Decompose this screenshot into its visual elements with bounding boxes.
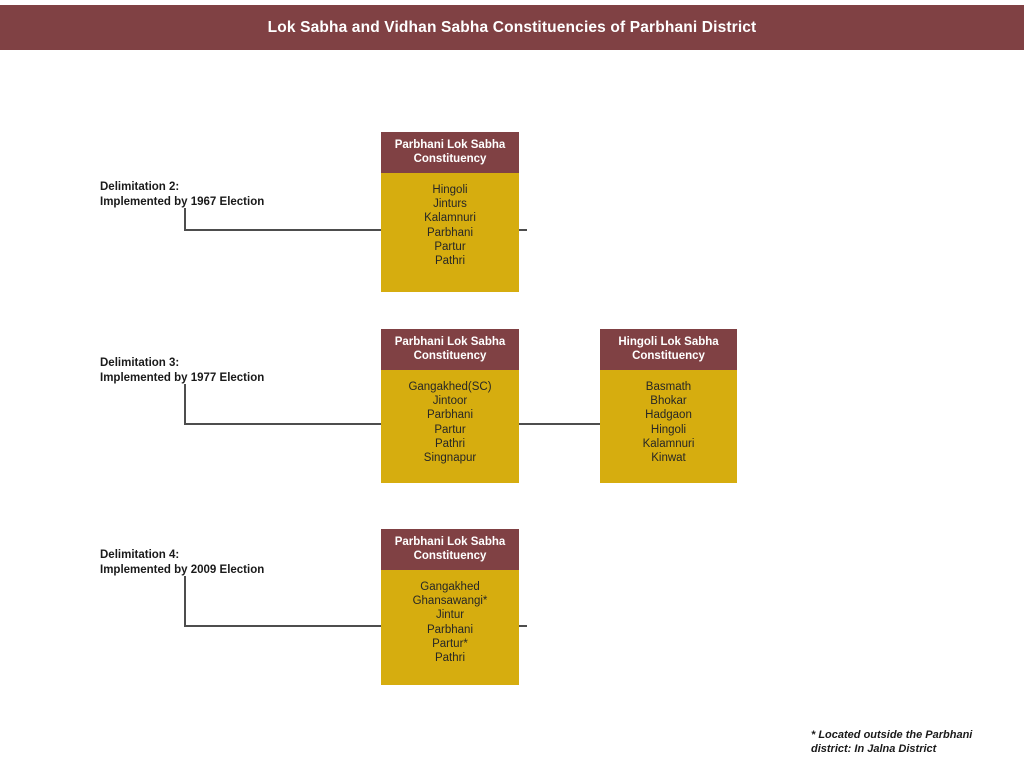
constituency-item: Hingoli xyxy=(650,423,687,436)
constituency-item: Kinwat xyxy=(651,452,686,465)
connector-horizontal-row-1 xyxy=(184,229,527,231)
box-body-row-2-box-2: Basmath Bhokar Hadgaon Hingoli Kalamnuri… xyxy=(600,370,737,483)
constituency-item: Gangakhed xyxy=(420,581,480,593)
page-title: Lok Sabha and Vidhan Sabha Constituencie… xyxy=(267,18,757,36)
constituency-item: Pathri xyxy=(434,652,466,665)
box-body-row-3-box-1: Gangakhed Ghansawangi* Jintur Parbhani P… xyxy=(381,570,519,685)
constituency-item: Bhokar xyxy=(650,395,687,408)
constituency-item: Partur xyxy=(434,240,466,253)
box-title-line1: Parbhani Lok Sabha xyxy=(394,536,506,548)
row-label-delimitation-3: Delimitation 3: Implemented by 1977 Elec… xyxy=(100,356,264,385)
row-label-delimitation-2: Delimitation 2: Implemented by 1967 Elec… xyxy=(100,180,264,209)
constituency-item: Jintur xyxy=(435,609,465,622)
connector-horizontal-row-3 xyxy=(184,625,527,627)
constituency-item: Hadgaon xyxy=(645,409,692,422)
box-header-row-2-box-1: Parbhani Lok Sabha Constituency xyxy=(381,329,519,370)
row-label-line1: Delimitation 4: xyxy=(100,549,180,561)
constituency-item: Ghansawangi* xyxy=(412,595,488,608)
constituency-item: Singnapur xyxy=(423,452,477,465)
page-title-bar: Lok Sabha and Vidhan Sabha Constituencie… xyxy=(0,5,1024,50)
box-header-row-3-box-1: Parbhani Lok Sabha Constituency xyxy=(381,529,519,570)
row-label-line2: Implemented by 1967 Election xyxy=(100,195,265,208)
constituency-item: Parbhani xyxy=(426,409,474,422)
constituency-item: Partur xyxy=(434,423,466,436)
constituency-item: Pathri xyxy=(434,437,466,450)
constituency-item: Kalamnuri xyxy=(424,212,476,225)
footnote-line2: district: In Jalna District xyxy=(811,743,937,755)
footnote-line1: * Located outside the Parbhani xyxy=(811,729,973,741)
box-title-line1: Parbhani Lok Sabha xyxy=(394,336,506,348)
box-hingoli-lok-sabha-row-2: Hingoli Lok Sabha Constituency Basmath B… xyxy=(600,329,737,483)
box-parbhani-lok-sabha-row-2: Parbhani Lok Sabha Constituency Gangakhe… xyxy=(381,329,519,483)
row-label-line1: Delimitation 3: xyxy=(100,357,180,369)
constituency-item: Gangakhed(SC) xyxy=(408,381,492,393)
box-parbhani-lok-sabha-row-3: Parbhani Lok Sabha Constituency Gangakhe… xyxy=(381,529,519,685)
connector-vertical-row-3 xyxy=(184,576,186,626)
connector-vertical-row-1 xyxy=(184,208,186,231)
constituency-item: Jinturs xyxy=(433,198,467,211)
constituency-item: Kalamnuri xyxy=(642,437,695,450)
box-title-line2: Constituency xyxy=(632,350,705,362)
row-label-line2: Implemented by 2009 Election xyxy=(100,563,265,576)
box-title-line1: Hingoli Lok Sabha xyxy=(618,336,719,348)
box-title-line2: Constituency xyxy=(413,550,487,562)
constituency-item: Partur* xyxy=(432,637,468,650)
constituency-item: Pathri xyxy=(434,255,466,268)
box-body-row-1-box-1: Hingoli Jinturs Kalamnuri Parbhani Partu… xyxy=(381,173,519,292)
row-label-delimitation-4: Delimitation 4: Implemented by 2009 Elec… xyxy=(100,548,264,577)
footnote: * Located outside the Parbhani district:… xyxy=(811,728,972,756)
box-parbhani-lok-sabha-row-1: Parbhani Lok Sabha Constituency Hingoli … xyxy=(381,132,519,292)
box-body-row-2-box-1: Gangakhed(SC) Jintoor Parbhani Partur Pa… xyxy=(381,370,519,483)
row-label-line2: Implemented by 1977 Election xyxy=(100,371,265,384)
constituency-item: Jintoor xyxy=(432,395,468,408)
constituency-item: Hingoli xyxy=(432,184,468,196)
row-label-line1: Delimitation 2: xyxy=(100,181,180,193)
box-header-row-2-box-2: Hingoli Lok Sabha Constituency xyxy=(600,329,737,370)
box-title-line2: Constituency xyxy=(413,153,487,165)
constituency-item: Parbhani xyxy=(426,226,474,239)
box-header-row-1-box-1: Parbhani Lok Sabha Constituency xyxy=(381,132,519,173)
box-title-line1: Parbhani Lok Sabha xyxy=(394,139,506,151)
constituency-item: Parbhani xyxy=(426,623,474,636)
constituency-item: Basmath xyxy=(645,381,692,393)
connector-vertical-row-2 xyxy=(184,384,186,424)
box-title-line2: Constituency xyxy=(413,350,487,362)
